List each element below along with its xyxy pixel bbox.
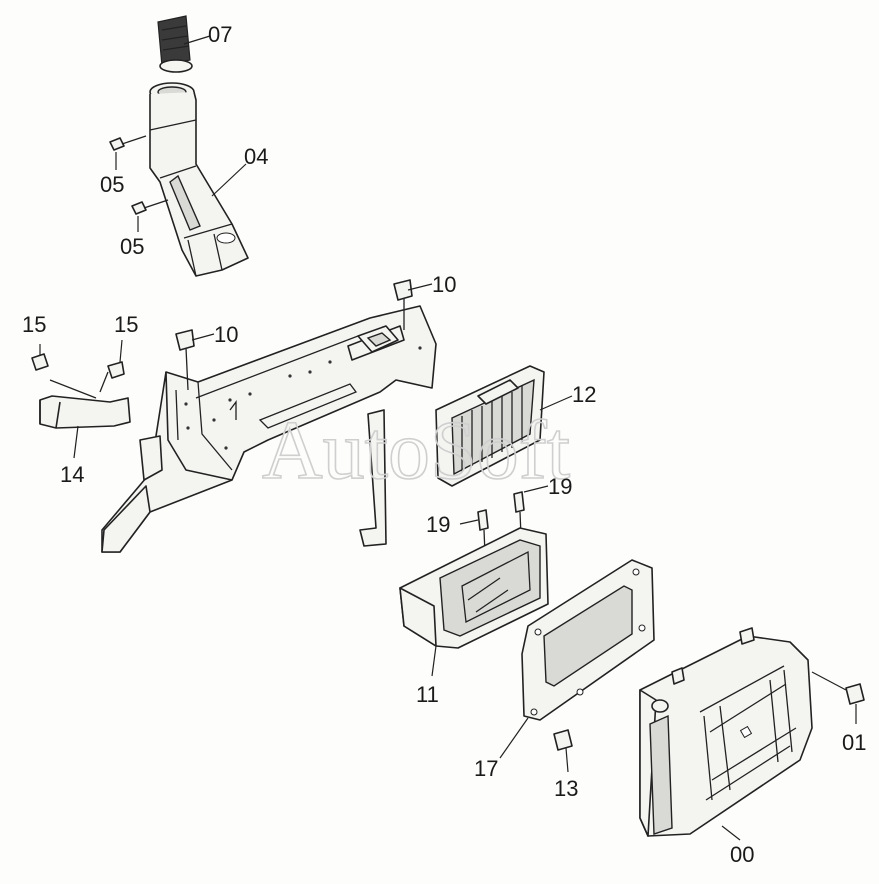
part-frame [101, 305, 437, 553]
callout-19-left: 19 [426, 512, 450, 537]
callout-17: 17 [474, 756, 498, 781]
callout-11: 11 [416, 682, 439, 707]
part-10-bolt-lower [175, 329, 195, 391]
part-05-bolt-lower [131, 199, 169, 215]
part-00-cover [639, 627, 813, 837]
callout-12: 12 [572, 382, 596, 407]
callout-14: 14 [60, 462, 84, 487]
part-17-gasket [521, 559, 655, 721]
part-07-cap [157, 15, 193, 73]
callout-05-lower: 05 [120, 234, 144, 259]
part-14-bracket [39, 371, 131, 429]
part-04-duct [149, 82, 249, 277]
callout-10-upper: 10 [432, 272, 456, 297]
part-15-bolt-right [107, 361, 125, 379]
part-10-bolt-upper [393, 279, 413, 330]
callout-07: 07 [208, 22, 232, 47]
part-12-filter [435, 365, 545, 487]
part-11-housing [399, 527, 549, 649]
callout-04: 04 [244, 144, 268, 169]
callout-01: 01 [842, 730, 866, 755]
part-01-bolt [845, 683, 865, 705]
watermark-text: AutoSoft [262, 404, 570, 497]
callout-00: 00 [730, 842, 754, 867]
part-05-bolt-upper [109, 135, 147, 151]
callout-15-right: 15 [114, 312, 138, 337]
part-13-bolt [553, 729, 573, 751]
part-15-bolt-left [31, 353, 49, 371]
callout-15-left: 15 [22, 312, 46, 337]
leader-lines [39, 35, 857, 841]
callout-05-upper: 05 [100, 172, 124, 197]
callout-19-right: 19 [548, 474, 572, 499]
callout-10-lower: 10 [214, 322, 238, 347]
callout-13: 13 [554, 776, 578, 801]
